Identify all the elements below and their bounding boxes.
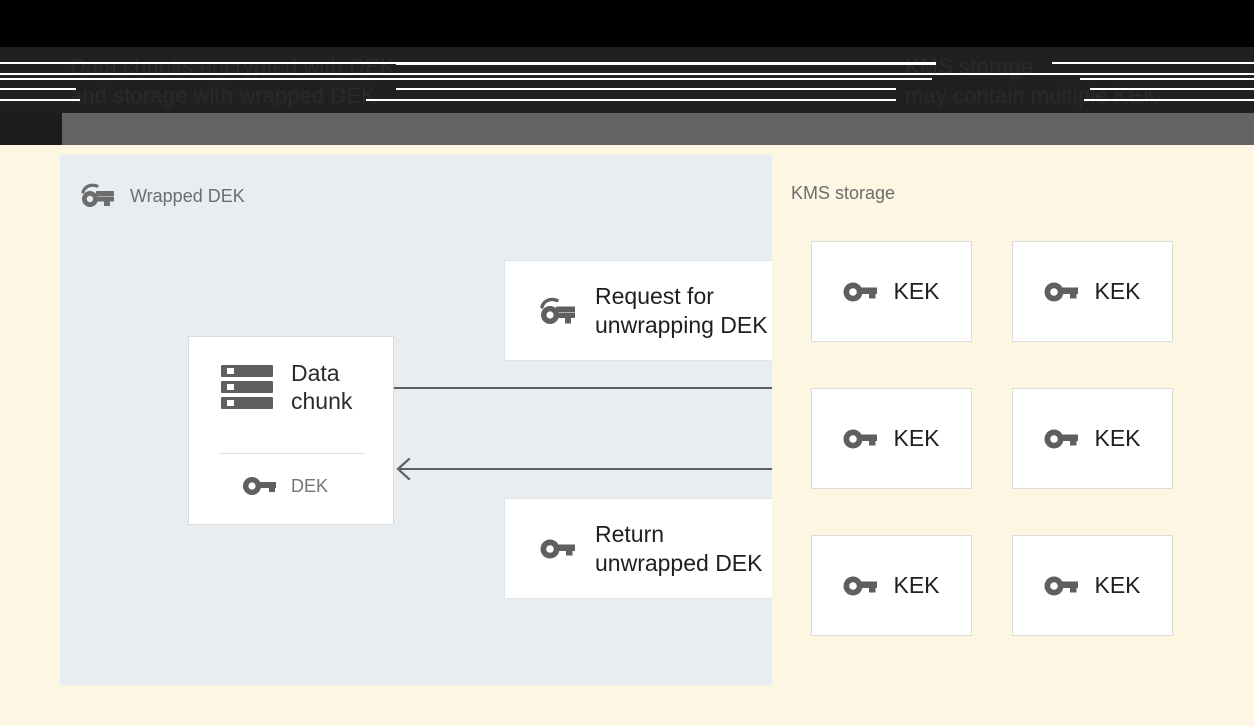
banner-scanline bbox=[1084, 99, 1254, 101]
dek-row: DEK bbox=[189, 475, 393, 497]
data-chunk-label: Data chunk bbox=[291, 360, 353, 414]
kek-label: KEK bbox=[1094, 278, 1141, 304]
key-icon bbox=[1044, 427, 1080, 451]
banner-caption-right: KMS storage may contain multiple KEK bbox=[905, 54, 1159, 108]
banner-scanline bbox=[366, 99, 896, 101]
key-icon bbox=[539, 536, 577, 562]
kek-label: KEK bbox=[893, 572, 940, 598]
kek-card[interactable]: KEK bbox=[811, 241, 972, 342]
request-unwrap-label: Request for unwrapping DEK bbox=[595, 282, 768, 338]
banner-scanline bbox=[1052, 62, 1254, 64]
arrow-left-icon bbox=[394, 457, 414, 481]
top-banner: Data chunks encrypted with DEK and stora… bbox=[0, 0, 1254, 145]
banner-scanline bbox=[0, 99, 80, 101]
request-unwrap-card[interactable]: Request for unwrapping DEK bbox=[504, 260, 772, 361]
wrapped-dek-panel: Wrapped DEK Data chunk bbox=[60, 155, 772, 685]
key-icon bbox=[843, 574, 879, 598]
kek-label: KEK bbox=[893, 425, 940, 451]
key-icon bbox=[843, 280, 879, 304]
banner-scanline bbox=[0, 62, 400, 64]
wrapped-key-icon bbox=[80, 183, 116, 209]
wrapped-dek-header: Wrapped DEK bbox=[80, 183, 245, 209]
banner-scanline bbox=[1080, 78, 1254, 80]
kek-card[interactable]: KEK bbox=[1012, 388, 1173, 489]
dek-label: DEK bbox=[291, 475, 329, 496]
kek-label: KEK bbox=[1094, 425, 1141, 451]
banner-scanline bbox=[396, 62, 936, 65]
kek-label: KEK bbox=[893, 278, 940, 304]
kek-grid: KEK KEK KEK bbox=[811, 241, 1173, 636]
banner-gray-bar-notch bbox=[0, 113, 62, 145]
banner-scanline bbox=[0, 88, 76, 90]
wrapped-dek-title: Wrapped DEK bbox=[130, 185, 245, 206]
return-unwrapped-card[interactable]: Return unwrapped DEK bbox=[504, 498, 772, 599]
data-chunk-row: Data chunk bbox=[189, 359, 393, 415]
banner-scanline bbox=[396, 88, 896, 90]
key-icon bbox=[843, 427, 879, 451]
kek-card[interactable]: KEK bbox=[811, 388, 972, 489]
banner-scanline bbox=[0, 73, 1254, 75]
key-icon bbox=[1044, 574, 1080, 598]
key-icon bbox=[243, 475, 277, 497]
banner-scanline bbox=[1090, 88, 1254, 90]
return-unwrapped-label: Return unwrapped DEK bbox=[595, 520, 763, 576]
arrow-return-line bbox=[400, 468, 772, 470]
arrow-request-line bbox=[394, 387, 772, 389]
kek-card[interactable]: KEK bbox=[811, 535, 972, 636]
banner-scanline bbox=[0, 78, 932, 80]
kek-label: KEK bbox=[1094, 572, 1141, 598]
key-icon bbox=[1044, 280, 1080, 304]
card-divider bbox=[219, 453, 365, 454]
kek-card[interactable]: KEK bbox=[1012, 535, 1173, 636]
kek-card[interactable]: KEK bbox=[1012, 241, 1173, 342]
storage-icon bbox=[219, 363, 275, 411]
kms-storage-title: KMS storage bbox=[791, 183, 896, 203]
wrapped-key-icon bbox=[539, 296, 577, 326]
banner-dark-strip bbox=[0, 47, 1254, 113]
diagram-canvas: KMS storage Wrapped DEK bbox=[0, 145, 1254, 726]
data-chunk-card[interactable]: Data chunk DEK bbox=[188, 336, 394, 525]
banner-gray-bar bbox=[0, 113, 1254, 145]
banner-caption-left: Data chunks encrypted with DEK and stora… bbox=[70, 54, 395, 108]
